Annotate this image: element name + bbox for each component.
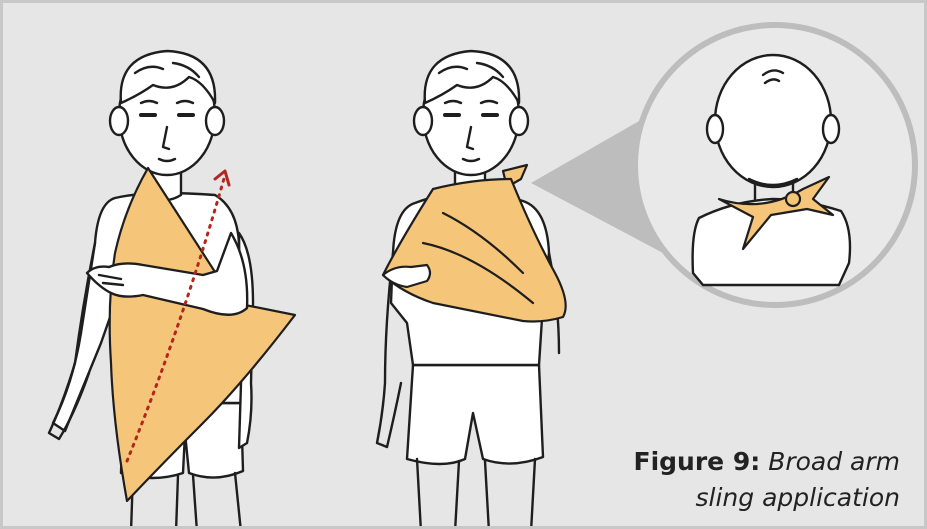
figure-caption: Figure 9: Broad arm sling application: [634, 444, 901, 516]
caption-line-1: Figure 9: Broad arm: [634, 444, 901, 480]
caption-text-1: Broad arm: [768, 447, 900, 476]
caption-label: Figure 9:: [634, 447, 761, 476]
caption-text-2: sling application: [634, 480, 901, 516]
